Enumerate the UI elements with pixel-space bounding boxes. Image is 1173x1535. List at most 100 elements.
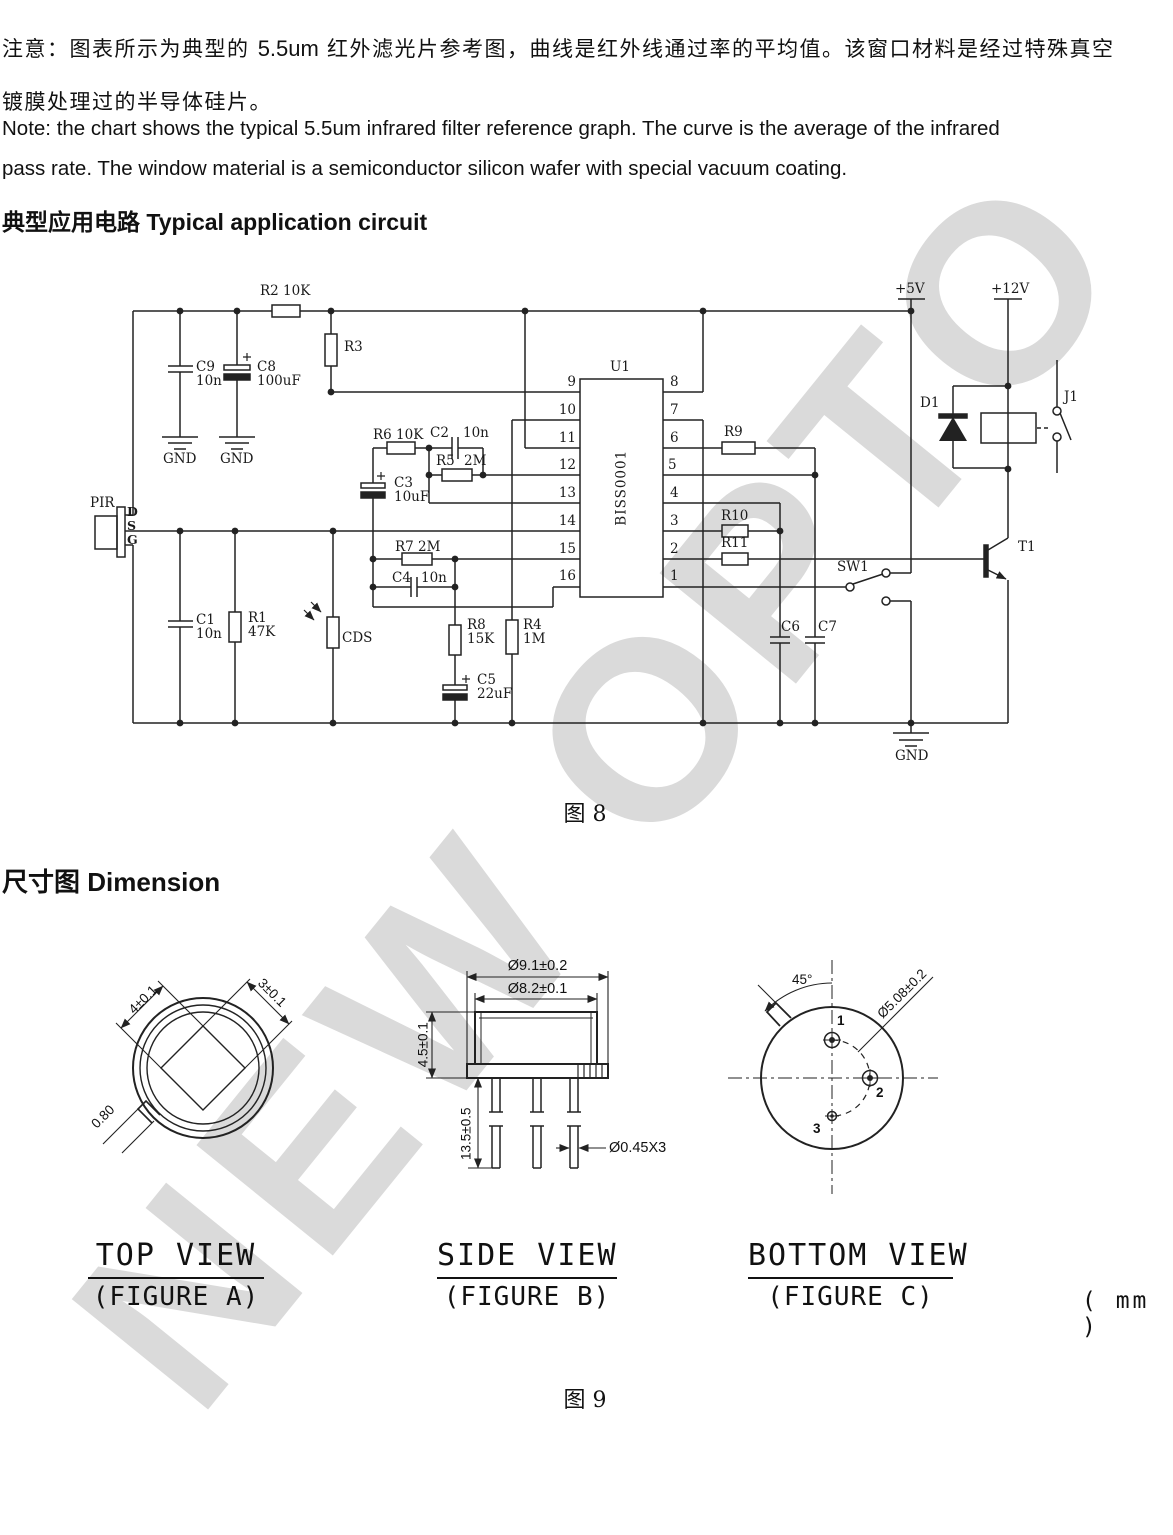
bottom-pin2-label: 2 [876,1085,884,1100]
label-r9: R9 [724,424,743,440]
dim-side-height: 4.5±0.1 [415,1022,431,1068]
label-sw1: SW1 [837,559,869,575]
label-c3-val: 10uF [394,489,430,505]
label-r3: R3 [344,339,363,355]
pin-3: 3 [670,513,679,529]
label-u1: U1 [610,359,630,375]
side-view-drawing [426,971,609,1169]
application-circuit-schematic [94,298,1072,747]
label-plus5v: +5V [895,281,925,297]
pin-16: 16 [558,568,576,584]
dimension-section-heading: 尺寸图 Dimension [2,862,220,899]
label-c2-val: 10n [463,425,489,441]
label-c9-val: 10n [196,373,222,389]
bottom-view-drawing [728,960,938,1194]
label-biss0001: BISS0001 [613,449,630,526]
label-pir-d: D [127,504,138,519]
note-zh-line2: 镀膜处理过的半导体硅片。 [2,90,272,114]
pin-7: 7 [670,402,679,418]
circuit-heading-en: Typical application circuit [146,209,428,235]
pin-10: 10 [558,402,576,418]
top-view-title: TOP VIEW [88,1238,264,1279]
pin-11: 11 [558,430,576,446]
label-c5-val: 22uF [477,686,513,702]
label-r10: R10 [721,508,749,524]
label-r8-ref: R8 [467,617,486,633]
dim-bottom-angle: 45° [792,972,813,987]
note-en-line1: Note: the chart shows the typical 5.5um … [2,117,1000,140]
side-view-title: SIDE VIEW [437,1238,617,1279]
label-c4-val: 10n [421,570,447,586]
circuit-heading-zh: 典型应用电路 [2,210,140,236]
dim-top-080: 0.80 [88,1101,118,1132]
label-c4-ref: C4 [392,570,411,586]
label-j1: J1 [1064,389,1079,405]
label-r8-val: 15K [467,631,495,647]
label-r6: R6 10K [373,427,424,443]
label-d1: D1 [920,395,940,411]
top-view-subtitle: (FIGURE A) [92,1282,260,1312]
label-r2: R2 10K [260,283,311,299]
label-r1-val: 47K [248,624,276,640]
label-gnd2: GND [220,451,254,467]
pin-1: 1 [670,568,679,584]
label-gnd1: GND [163,451,197,467]
side-view-subtitle: (FIGURE B) [443,1282,611,1312]
dimension-heading-en: Dimension [87,867,221,897]
label-c2-ref: C2 [430,425,449,441]
pin-15: 15 [558,541,576,557]
note-zh-line1b: 红外滤光片参考图，曲线是红外线通过率的平均值。该窗口材料是经过特殊真空 [318,37,1115,61]
dim-side-pin-diameter: Ø0.45X3 [609,1140,667,1156]
note-zh-line1a: 注意：图表所示为典型的 [2,37,258,61]
dim-top-4: 4±0.1 [125,982,161,1017]
label-c3-ref: C3 [394,475,413,491]
label-c9-ref: C9 [196,359,215,375]
bottom-pin1-label: 1 [837,1013,845,1028]
dimension-heading-zh: 尺寸图 [2,868,81,898]
label-c6: C6 [781,619,800,635]
pin-4: 4 [670,485,679,501]
label-r4-val: 1M [523,631,546,647]
label-r5-val: 2M [464,453,487,469]
dim-top-3: 3±0.1 [254,975,290,1010]
units-note: ( mm ) [1082,1288,1150,1340]
label-pir-g: G [127,532,138,547]
pin-12: 12 [558,457,576,473]
bottom-pin3-label: 3 [813,1121,821,1136]
label-pir-s: S [127,518,137,533]
pin-6: 6 [670,430,679,446]
label-gnd3: GND [895,748,929,764]
label-pir: PIR [90,495,115,511]
label-r4-ref: R4 [523,617,542,633]
figure8-caption: 图 8 [563,802,607,827]
label-c8-ref: C8 [257,359,276,375]
note-en-line2: pass rate. The window material is a semi… [2,157,848,180]
pin-14: 14 [558,513,576,529]
bottom-view-title: BOTTOM VIEW [748,1238,967,1279]
pin-8: 8 [670,374,679,390]
label-c1-ref: C1 [196,612,215,628]
dim-side-pin-length: 13.5±0.5 [458,1107,474,1160]
dim-bottom-circle: Ø5.08±0.2 [874,966,930,1022]
label-t1: T1 [1018,539,1036,555]
figure9-caption: 图 9 [563,1388,607,1413]
pin-5: 5 [668,457,677,473]
bottom-view-subtitle: (FIGURE C) [767,1282,934,1312]
dim-side-inner: Ø8.2±0.1 [507,981,568,997]
pin-13: 13 [558,485,576,501]
label-r1-ref: R1 [248,610,267,626]
label-r5-ref: R5 [436,453,455,469]
label-plus12v: +12V [991,281,1030,297]
label-c5-ref: C5 [477,672,496,688]
note-zh-line1: 注意：图表所示为典型的 5.5um 红外滤光片参考图，曲线是红外线通过率的平均值… [2,33,1115,63]
label-r11: R11 [721,535,749,551]
junction-dots [176,307,1012,727]
note-zh-wavelength: 5.5um [257,36,319,61]
label-c8-val: 100uF [257,373,301,389]
label-c1-val: 10n [196,626,222,642]
label-cds: CDS [342,630,373,646]
pin-2: 2 [670,541,679,557]
